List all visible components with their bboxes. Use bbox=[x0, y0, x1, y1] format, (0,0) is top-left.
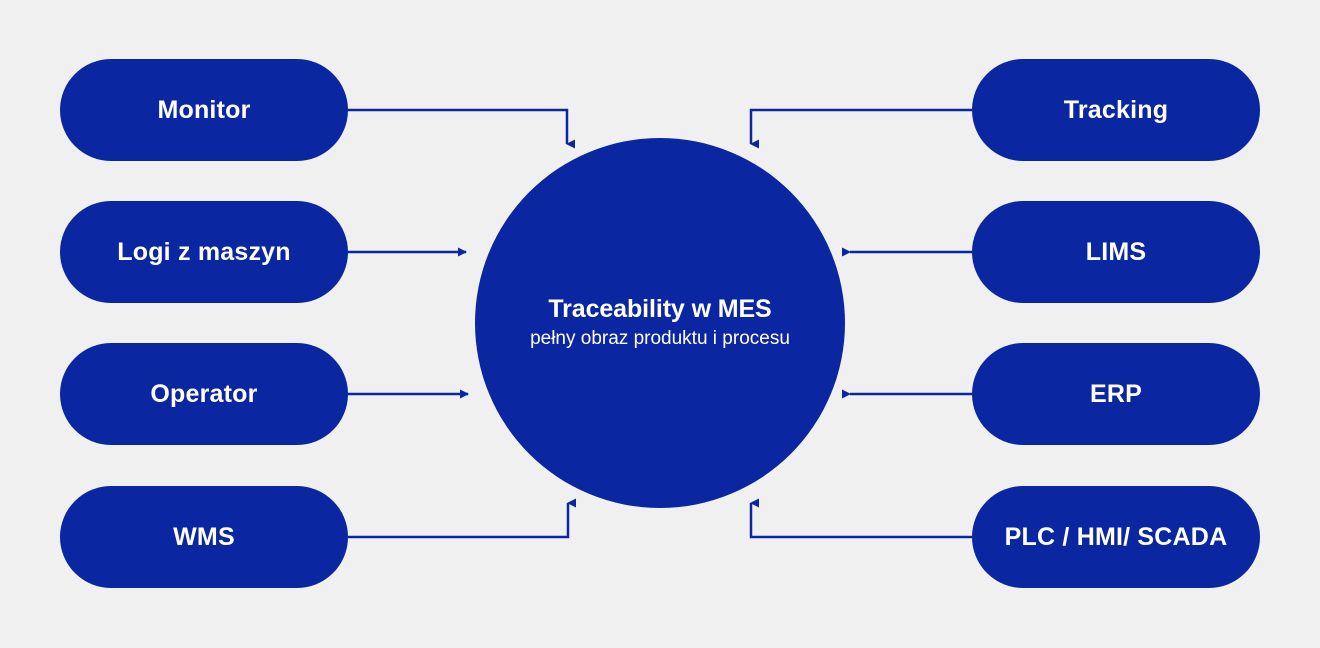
node-erp-label: ERP bbox=[1089, 379, 1142, 408]
connector-wms-to-hub bbox=[348, 498, 576, 539]
node-wms[interactable]: WMS bbox=[60, 486, 348, 588]
node-tracking-label: Tracking bbox=[1063, 95, 1169, 124]
node-tracking[interactable]: Tracking bbox=[972, 59, 1260, 161]
connector-tracking-to-hub bbox=[749, 108, 972, 149]
connector-monitor-to-hub bbox=[348, 108, 575, 149]
hub-subtitle: pełny obraz produktu i procesu bbox=[530, 328, 790, 350]
connector-plc-hmi-scada-to-hub bbox=[749, 498, 972, 539]
node-lims[interactable]: LIMS bbox=[972, 201, 1260, 303]
node-logi-z-maszyn-label: Logi z maszyn bbox=[117, 237, 291, 266]
node-plc-hmi-scada[interactable]: PLC / HMI/ SCADA bbox=[972, 486, 1260, 588]
hub-traceability-w-mes[interactable]: Traceability w MES pełny obraz produktu … bbox=[475, 138, 845, 508]
node-lims-label: LIMS bbox=[1085, 237, 1147, 266]
node-erp[interactable]: ERP bbox=[972, 343, 1260, 445]
node-operator-label: Operator bbox=[150, 379, 258, 408]
node-monitor-label: Monitor bbox=[157, 95, 251, 124]
node-plc-hmi-scada-label: PLC / HMI/ SCADA bbox=[1004, 522, 1228, 551]
node-monitor[interactable]: Monitor bbox=[60, 59, 348, 161]
node-logi-z-maszyn[interactable]: Logi z maszyn bbox=[60, 201, 348, 303]
hub-title: Traceability w MES bbox=[548, 294, 772, 323]
node-wms-label: WMS bbox=[173, 522, 235, 551]
node-operator[interactable]: Operator bbox=[60, 343, 348, 445]
